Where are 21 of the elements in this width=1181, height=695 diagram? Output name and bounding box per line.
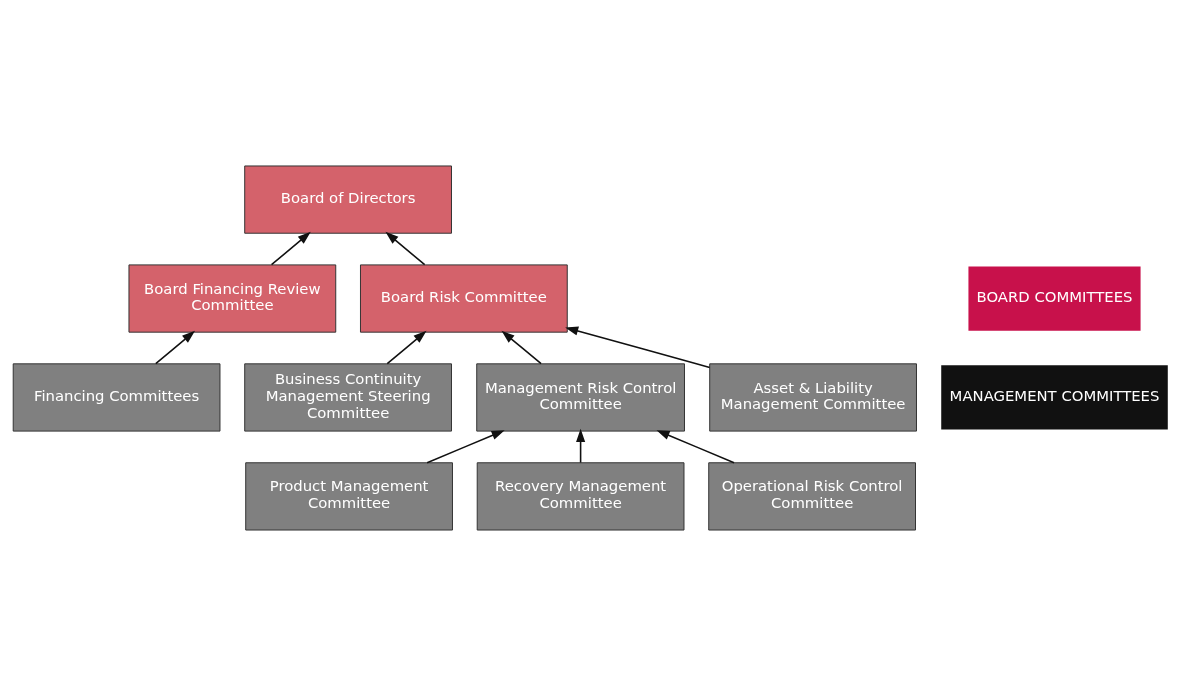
arrow [656, 429, 735, 464]
label: MANAGEMENT COMMITTEES [949, 386, 1160, 404]
arrow [386, 330, 427, 364]
arrow [501, 330, 542, 364]
arrow [426, 429, 505, 464]
node-box: Board Risk Committee [359, 263, 568, 333]
arrow [270, 231, 311, 265]
label: BOARD COMMITTEES [976, 287, 1133, 305]
node-box: Board of Directors [244, 164, 452, 234]
node-box: Financing Committees [12, 362, 221, 432]
arrow [565, 326, 711, 368]
node-box: Board Financing Review Committee [128, 263, 337, 333]
node-box: Recovery Management Committee [476, 461, 685, 531]
node-box: Business Continuity Management Steering Committee [244, 362, 452, 432]
arrow [576, 428, 586, 463]
arrow [385, 231, 426, 265]
node-box: Asset & Liability Management Committee [709, 362, 917, 432]
node-box: Product Management Committee [245, 461, 453, 531]
node-box: Management Risk Control Committee [476, 362, 685, 432]
arrow [155, 330, 196, 364]
node-box: Operational Risk Control Committee [708, 461, 916, 531]
